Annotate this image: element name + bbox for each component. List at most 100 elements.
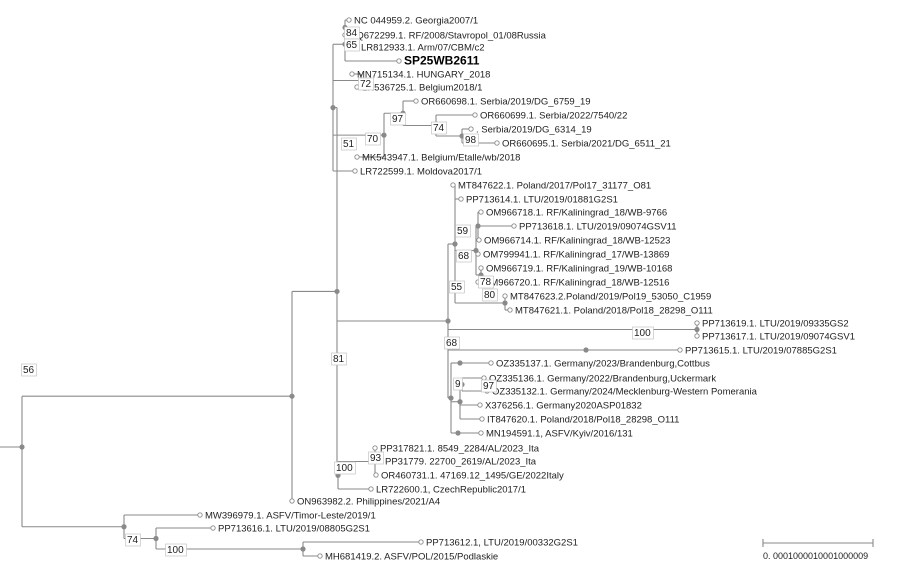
tip-marker xyxy=(468,126,474,132)
tip-marker xyxy=(458,196,464,202)
tip-marker xyxy=(494,140,500,146)
taxon-label: MK543947.1. Belgium/Etalle/wb/2018 xyxy=(362,153,520,164)
taxon-label: LR812933.1. Arm/07/CBM/c2 xyxy=(361,43,485,54)
tip-marker xyxy=(368,486,374,492)
taxon-label: X376256.1. Germany2020ASP01832 xyxy=(485,401,642,412)
taxon-label: MH681419.2. ASFV/POL/2015/Podlaskie xyxy=(325,552,498,563)
taxon-label: NC 044959.2. Georgia2007/1 xyxy=(354,16,478,27)
taxon-label: PQ672299.1. RF/2008/Stavropol_01/08Russi… xyxy=(350,31,547,42)
tree-node xyxy=(583,347,589,353)
bootstrap-value: 56 xyxy=(23,365,35,376)
tree-node xyxy=(153,535,159,542)
bootstrap-label-box xyxy=(125,533,141,547)
taxon-label: OR660695.1. Serbia/2021/DG_6511_21 xyxy=(502,139,671,150)
tree-node xyxy=(452,241,458,247)
tip-marker xyxy=(349,71,355,77)
taxon-label: MN715134.1. HUNGARY_2018 xyxy=(357,70,490,81)
bootstrap-value: 65 xyxy=(346,40,358,51)
taxon-label: MT847621.1. Poland/2018/Pol18_28298_O111 xyxy=(515,306,713,317)
bootstrap-value: 98 xyxy=(465,135,477,146)
tip-marker xyxy=(346,17,352,23)
tip-marker xyxy=(478,430,484,436)
scale-bar-label: 0. 0001000010001000009 xyxy=(763,551,868,561)
bootstrap-value: 70 xyxy=(367,134,379,145)
bootstrap-value: 74 xyxy=(127,535,139,546)
tree-node xyxy=(19,444,25,450)
taxon-label: OR660698.1. Serbia/2019/DG_6759_19 xyxy=(421,97,591,108)
bootstrap-value: 68 xyxy=(446,338,458,349)
tip-marker xyxy=(478,265,484,271)
taxon-label: PP713617.1. LTU/2019/09074GSV1 xyxy=(702,332,855,343)
bootstrap-value: 80 xyxy=(484,290,496,301)
bootstrap-label-box xyxy=(463,133,479,147)
taxon-label: PP713619.1. LTU/2019/09335GS2 xyxy=(702,319,849,330)
taxon-label: MT847623.2.Poland/2019/Pol19_53050_C1959 xyxy=(510,292,711,303)
bootstrap-label-box xyxy=(455,224,471,238)
bootstrap-value: 55 xyxy=(451,282,463,293)
taxon-label: PP713615.1. LTU/2019/07885G2S1 xyxy=(685,346,837,357)
tip-marker xyxy=(352,168,358,174)
bootstrap-label-box xyxy=(368,451,384,465)
tip-marker xyxy=(507,307,513,313)
bootstrap-label-box xyxy=(431,121,447,135)
taxon-label: OZ335137.1. Germany/2023/Brandenburg,Cot… xyxy=(496,359,710,370)
tree-node xyxy=(473,247,479,254)
tree-node xyxy=(334,288,340,295)
bootstrap-value: 100 xyxy=(336,463,353,474)
bootstrap-label-box xyxy=(444,336,460,350)
taxon-label: LR536725.1. Belgium2018/1 xyxy=(362,83,482,94)
bootstrap-label-box xyxy=(331,352,347,366)
tree-node xyxy=(289,393,295,399)
bootstrap-label-box xyxy=(390,112,406,126)
tip-marker xyxy=(488,360,494,366)
tree-node xyxy=(457,360,463,366)
bootstrap-value: 68 xyxy=(458,251,470,262)
taxon-label: OR660699.1. Serbia/2022/7540/22 xyxy=(480,111,627,122)
tip-marker xyxy=(372,445,378,451)
bootstrap-value: 97 xyxy=(483,381,495,392)
bootstrap-value: 78 xyxy=(480,277,492,288)
bootstrap-value: 59 xyxy=(457,226,469,237)
taxon-label: PP713614.1. LTU/2019/01881G2S1 xyxy=(466,195,618,206)
bootstrap-label-box xyxy=(165,543,187,557)
bootstrap-label-box xyxy=(449,280,465,294)
taxon-label: PP713618.1. LTU/2019/09074GSV11 xyxy=(519,222,677,233)
tip-marker xyxy=(413,98,419,104)
bootstrap-value: 72 xyxy=(360,79,372,90)
taxon-label: PP317821.1. 8549_2284/AL/2023_Ita xyxy=(380,444,540,455)
tip-marker xyxy=(354,154,360,160)
bootstrap-label-box xyxy=(341,137,357,151)
tree-node xyxy=(455,430,461,436)
bootstrap-label-box xyxy=(21,363,37,377)
tree-node xyxy=(475,223,481,229)
tip-marker xyxy=(478,209,484,215)
taxon-label: PP713612.1, LTU/2019/00332G2S1 xyxy=(426,538,578,549)
tip-marker xyxy=(477,402,483,408)
taxon-label: LR722599.1. Moldova2017/1 xyxy=(360,167,482,178)
taxon-label: OM966718.1. RF/Kaliningrad_18/WB-9766 xyxy=(486,208,667,219)
highlighted-taxon-label: SP25WB2611 xyxy=(404,54,480,68)
tree-node xyxy=(457,399,463,405)
tip-marker xyxy=(479,416,485,422)
tip-marker xyxy=(373,472,379,478)
tip-marker xyxy=(289,498,295,504)
tip-marker xyxy=(210,525,216,531)
bootstrap-label-box xyxy=(334,461,356,475)
bootstrap-label-box xyxy=(358,77,374,91)
bootstrap-label-box xyxy=(632,326,654,340)
taxon-label: OZ335132.1. Germany/2024/Mecklenburg-Wes… xyxy=(492,387,758,398)
taxon-label: . Serbia/2019/DG_6314_19 xyxy=(476,125,592,136)
tree-node xyxy=(121,524,127,530)
tree-node xyxy=(502,300,508,306)
tip-marker xyxy=(396,58,402,64)
tip-marker xyxy=(694,320,700,326)
taxon-label: OM966719.1. RF/Kaliningrad_19/WB-10168 xyxy=(486,264,672,275)
tip-marker xyxy=(677,347,683,353)
taxon-label: ON963982.2. Philippines/2021/A4 xyxy=(297,497,440,508)
bootstrap-value: 81 xyxy=(333,354,345,365)
tip-marker xyxy=(511,223,517,229)
tip-marker xyxy=(197,512,203,518)
tip-marker xyxy=(418,539,424,545)
bootstrap-value: 100 xyxy=(167,545,184,556)
